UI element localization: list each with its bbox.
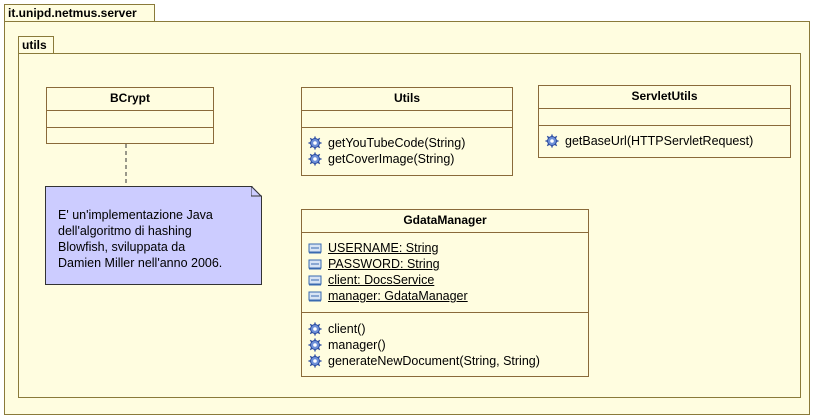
method-row[interactable]: getYouTubeCode(String)	[302, 135, 512, 151]
method-gear-icon	[308, 322, 322, 336]
attribute-signature: USERNAME: String	[328, 241, 439, 255]
methods-compartment: client() manager() generateNewDocument(S…	[302, 313, 588, 377]
note-line: Damien Miller nell'anno 2006.	[58, 256, 223, 270]
method-gear-icon	[308, 338, 322, 352]
attributes-compartment: USERNAME: String PASSWORD: String client…	[302, 233, 588, 313]
class-name: ServletUtils	[539, 86, 790, 109]
inner-package-tab[interactable]: utils	[18, 36, 54, 54]
note-line: dell'algoritmo di hashing	[58, 224, 192, 238]
outer-package-name: it.unipd.netmus.server	[8, 6, 137, 20]
method-row[interactable]: getCoverImage(String)	[302, 151, 512, 167]
method-signature: getYouTubeCode(String)	[328, 136, 466, 150]
note-fold-corner	[251, 186, 262, 197]
attribute-row[interactable]: client: DocsService	[302, 272, 588, 288]
method-signature: manager()	[328, 338, 386, 352]
attributes-compartment	[47, 111, 213, 128]
attribute-row[interactable]: USERNAME: String	[302, 240, 588, 256]
attributes-compartment	[302, 111, 512, 128]
attribute-field-icon	[308, 257, 322, 271]
note-bcrypt[interactable]: E' un'implementazione Java dell'algoritm…	[45, 186, 262, 285]
attribute-field-icon	[308, 289, 322, 303]
method-row[interactable]: client()	[302, 321, 588, 337]
method-signature: getCoverImage(String)	[328, 152, 455, 166]
class-utils[interactable]: Utils getYouTubeCode(String) getCoverIma…	[301, 87, 513, 176]
note-line: E' un'implementazione Java	[58, 208, 213, 222]
outer-package-tab[interactable]: it.unipd.netmus.server	[4, 4, 155, 22]
attributes-compartment	[539, 109, 790, 126]
inner-package-name: utils	[22, 38, 47, 52]
class-name: BCrypt	[47, 88, 213, 111]
method-gear-icon	[545, 134, 559, 148]
method-signature: client()	[328, 322, 366, 336]
class-gdatamanager[interactable]: GdataManager USERNAME: String PASSWORD: …	[301, 209, 589, 377]
attribute-field-icon	[308, 241, 322, 255]
class-bcrypt[interactable]: BCrypt	[46, 87, 214, 144]
attribute-row[interactable]: manager: GdataManager	[302, 288, 588, 304]
method-row[interactable]: generateNewDocument(String, String)	[302, 353, 588, 369]
methods-compartment: getYouTubeCode(String) getCoverImage(Str…	[302, 128, 512, 176]
note-anchor-line	[125, 144, 127, 188]
attribute-field-icon	[308, 273, 322, 287]
method-row[interactable]: getBaseUrl(HTTPServletRequest)	[539, 133, 790, 149]
class-servletutils[interactable]: ServletUtils getBaseUrl(HTTPServletReque…	[538, 85, 791, 158]
attribute-signature: manager: GdataManager	[328, 289, 468, 303]
method-signature: getBaseUrl(HTTPServletRequest)	[565, 134, 754, 148]
methods-compartment: getBaseUrl(HTTPServletRequest)	[539, 126, 790, 158]
attribute-signature: PASSWORD: String	[328, 257, 440, 271]
note-text: E' un'implementazione Java dell'algoritm…	[58, 207, 222, 271]
class-name: GdataManager	[302, 210, 588, 233]
attribute-row[interactable]: PASSWORD: String	[302, 256, 588, 272]
method-row[interactable]: manager()	[302, 337, 588, 353]
note-line: Blowfish, sviluppata da	[58, 240, 186, 254]
class-name: Utils	[302, 88, 512, 111]
attribute-signature: client: DocsService	[328, 273, 435, 287]
method-gear-icon	[308, 136, 322, 150]
methods-compartment	[47, 128, 213, 144]
method-gear-icon	[308, 152, 322, 166]
method-gear-icon	[308, 354, 322, 368]
method-signature: generateNewDocument(String, String)	[328, 354, 540, 368]
